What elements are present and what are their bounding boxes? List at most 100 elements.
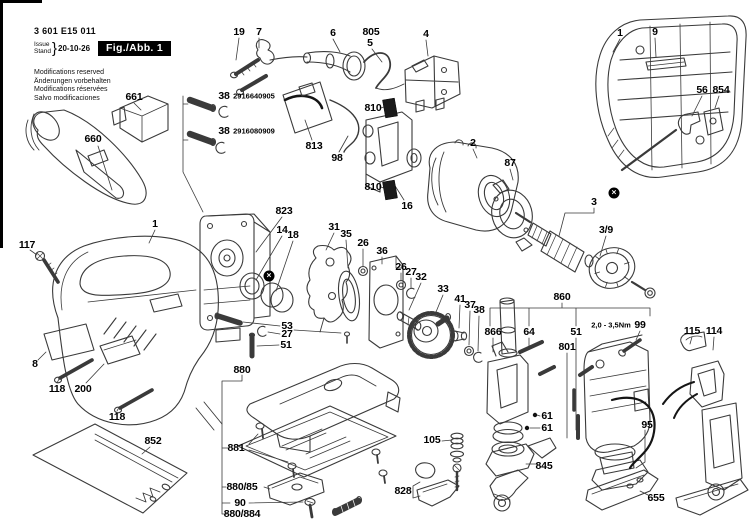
issue-row: Issue Stand } 20-10-26 Fig./Abb. 1 bbox=[34, 39, 172, 57]
part-label-118: 118 bbox=[108, 411, 126, 423]
part-label-823: 823 bbox=[275, 205, 293, 217]
figure-label: Fig./Abb. 1 bbox=[98, 40, 172, 56]
part-label-845: 845 bbox=[535, 460, 553, 472]
part-label-660: 660 bbox=[84, 133, 102, 145]
part-label-95: 95 bbox=[641, 419, 653, 431]
washer-37 bbox=[463, 345, 475, 357]
support-36 bbox=[368, 255, 404, 349]
screw-118a bbox=[53, 358, 94, 384]
wire-98 bbox=[329, 99, 360, 153]
part-label-655: 655 bbox=[647, 492, 665, 504]
pin-53 bbox=[214, 312, 243, 326]
part-label-99: 99 bbox=[634, 319, 646, 331]
part-label-1: 1 bbox=[617, 27, 623, 39]
brush-holder-16 bbox=[362, 111, 422, 193]
issue-label-en: Issue bbox=[34, 41, 50, 48]
screw-90 bbox=[304, 497, 316, 519]
roller-lever-845 bbox=[489, 469, 529, 512]
part-label-38: 38 bbox=[473, 304, 485, 316]
part-label-2: 2 bbox=[470, 137, 476, 149]
part-label-4: 4 bbox=[423, 28, 429, 40]
brace: } bbox=[52, 39, 58, 57]
jigsaw-body-1 bbox=[52, 235, 223, 431]
part-label-828: 828 bbox=[394, 485, 412, 497]
electronics-module-813 bbox=[282, 81, 333, 134]
washer-26b bbox=[395, 279, 407, 291]
screw-117 bbox=[34, 250, 60, 284]
plate-screws-881 bbox=[255, 422, 388, 484]
issue-labels: Issue Stand bbox=[34, 41, 51, 55]
clip-38 bbox=[473, 351, 483, 363]
part-number: 3 601 E15 011 bbox=[34, 26, 96, 36]
part-label-880-884: 880/884 bbox=[223, 508, 261, 520]
torque-annotation: 2,0 - 3,5Nm bbox=[591, 320, 631, 330]
clip-27b bbox=[406, 287, 416, 299]
part-label-118: 118 bbox=[48, 383, 66, 395]
stator-2 bbox=[427, 139, 519, 232]
spring-set-105 bbox=[449, 432, 465, 492]
part-label-26: 26 bbox=[395, 261, 407, 273]
plunger-frame bbox=[485, 341, 557, 477]
scan-border-left bbox=[0, 0, 3, 248]
power-cord-6 bbox=[269, 51, 405, 91]
part-label-38: 38 bbox=[218, 90, 230, 102]
part-label-61: 61 bbox=[541, 410, 553, 422]
part-label-880: 880 bbox=[233, 364, 251, 376]
part-label-53: 53 bbox=[281, 320, 293, 332]
part-label-115: 115 bbox=[683, 325, 701, 337]
part-label-87: 87 bbox=[504, 157, 516, 169]
part-label-33: 33 bbox=[437, 283, 449, 295]
part-label-813: 813 bbox=[305, 140, 323, 152]
note-line: Änderungen vorbehalten bbox=[34, 77, 111, 85]
part-label-114: 114 bbox=[705, 325, 723, 337]
bearing-flange-87 bbox=[491, 179, 533, 252]
part-label-61: 61 bbox=[541, 422, 553, 434]
part-label-90: 90 bbox=[234, 497, 246, 509]
cover-plate-852 bbox=[32, 423, 188, 514]
levers-828 bbox=[415, 462, 460, 507]
pins-64 bbox=[518, 340, 594, 412]
gear-33 bbox=[407, 311, 455, 359]
part-label-805: 805 bbox=[362, 26, 380, 38]
part-label-810: 810 bbox=[364, 102, 382, 114]
screw-118b bbox=[113, 388, 154, 414]
issue-date: 20-10-26 bbox=[58, 43, 91, 53]
plunger-rod-866 bbox=[498, 297, 518, 358]
note-line: Salvo modificaciones bbox=[34, 94, 100, 102]
part-label-6: 6 bbox=[330, 27, 336, 39]
part-label-7: 7 bbox=[256, 26, 262, 38]
note-line: Modifications reserved bbox=[34, 69, 105, 76]
part-label-2916640905: 2916640905 bbox=[233, 91, 275, 101]
part-label-56: 56 bbox=[696, 84, 708, 96]
part-label-31: 31 bbox=[328, 221, 340, 233]
clamp-880-85 bbox=[267, 472, 325, 506]
pins-38-group bbox=[186, 96, 229, 154]
roller-41 bbox=[451, 330, 468, 342]
part-label-1: 1 bbox=[152, 218, 158, 230]
screws-19 bbox=[229, 58, 268, 96]
part-label-852: 852 bbox=[144, 435, 162, 447]
washer-26a bbox=[357, 265, 369, 277]
ring-35 bbox=[337, 270, 361, 322]
part-label-866: 866 bbox=[484, 326, 502, 338]
base-shoe-880 bbox=[246, 362, 401, 453]
pin-51a bbox=[248, 332, 256, 359]
part-label-810: 810 bbox=[364, 181, 382, 193]
part-label-9: 9 bbox=[652, 26, 658, 38]
button-854 bbox=[703, 107, 724, 136]
lever-assembly-114 bbox=[662, 360, 749, 516]
foot-655 bbox=[585, 469, 659, 511]
part-label-35: 35 bbox=[340, 228, 352, 240]
part-label-41: 41 bbox=[454, 293, 466, 305]
issue-label-de: Stand bbox=[34, 48, 51, 55]
part-label-14: 14 bbox=[276, 224, 288, 236]
cable-guard-95 bbox=[610, 396, 656, 470]
part-label-5: 5 bbox=[367, 37, 373, 49]
part-label-64: 64 bbox=[523, 326, 535, 338]
part-label-38: 38 bbox=[218, 125, 230, 137]
screw-dots-61 bbox=[524, 412, 538, 431]
part-label-51: 51 bbox=[570, 326, 582, 338]
